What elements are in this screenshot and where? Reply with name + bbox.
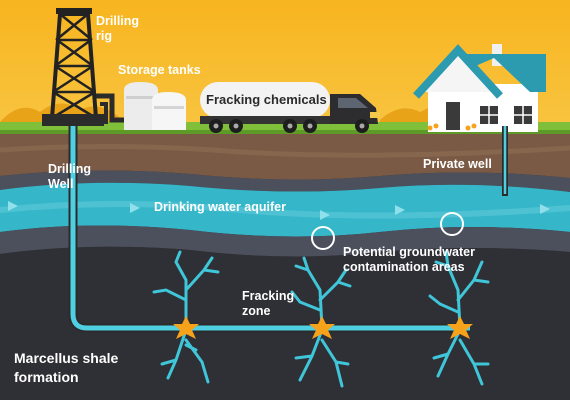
label-shale-2: formation xyxy=(14,369,79,385)
rock-layer-lower xyxy=(0,225,570,257)
storage-tanks xyxy=(124,82,186,130)
rock-layer xyxy=(0,170,570,192)
label-contamination-1: Potential groundwater xyxy=(343,245,475,259)
label-aquifer: Drinking water aquifer xyxy=(154,200,286,214)
contamination-circles xyxy=(311,212,464,250)
aquifer-flow-arrows xyxy=(8,201,550,220)
label-private-well: Private well xyxy=(423,157,492,171)
frack-flashes xyxy=(173,316,473,339)
label-storage-tanks: Storage tanks xyxy=(118,63,201,77)
house xyxy=(413,44,546,132)
chemical-truck xyxy=(200,82,380,133)
label-drilling-well-1: Drilling xyxy=(48,162,91,176)
shale-layer xyxy=(0,246,570,400)
fractures xyxy=(152,250,490,388)
drilling-rig xyxy=(42,8,126,126)
label-fracking-zone-1: Fracking xyxy=(242,289,294,303)
label-drilling-well-2: Well xyxy=(48,177,73,191)
label-fracking-chemicals: Fracking chemicals xyxy=(206,92,327,107)
label-fracking-zone-2: zone xyxy=(242,304,271,318)
label-drilling-rig-1: Drilling xyxy=(96,14,139,28)
label-shale-1: Marcellus shale xyxy=(14,350,118,366)
label-drilling-rig-2: rig xyxy=(96,29,112,43)
label-contamination-2: contamination areas xyxy=(343,260,465,274)
aquifer-layer xyxy=(0,182,570,237)
